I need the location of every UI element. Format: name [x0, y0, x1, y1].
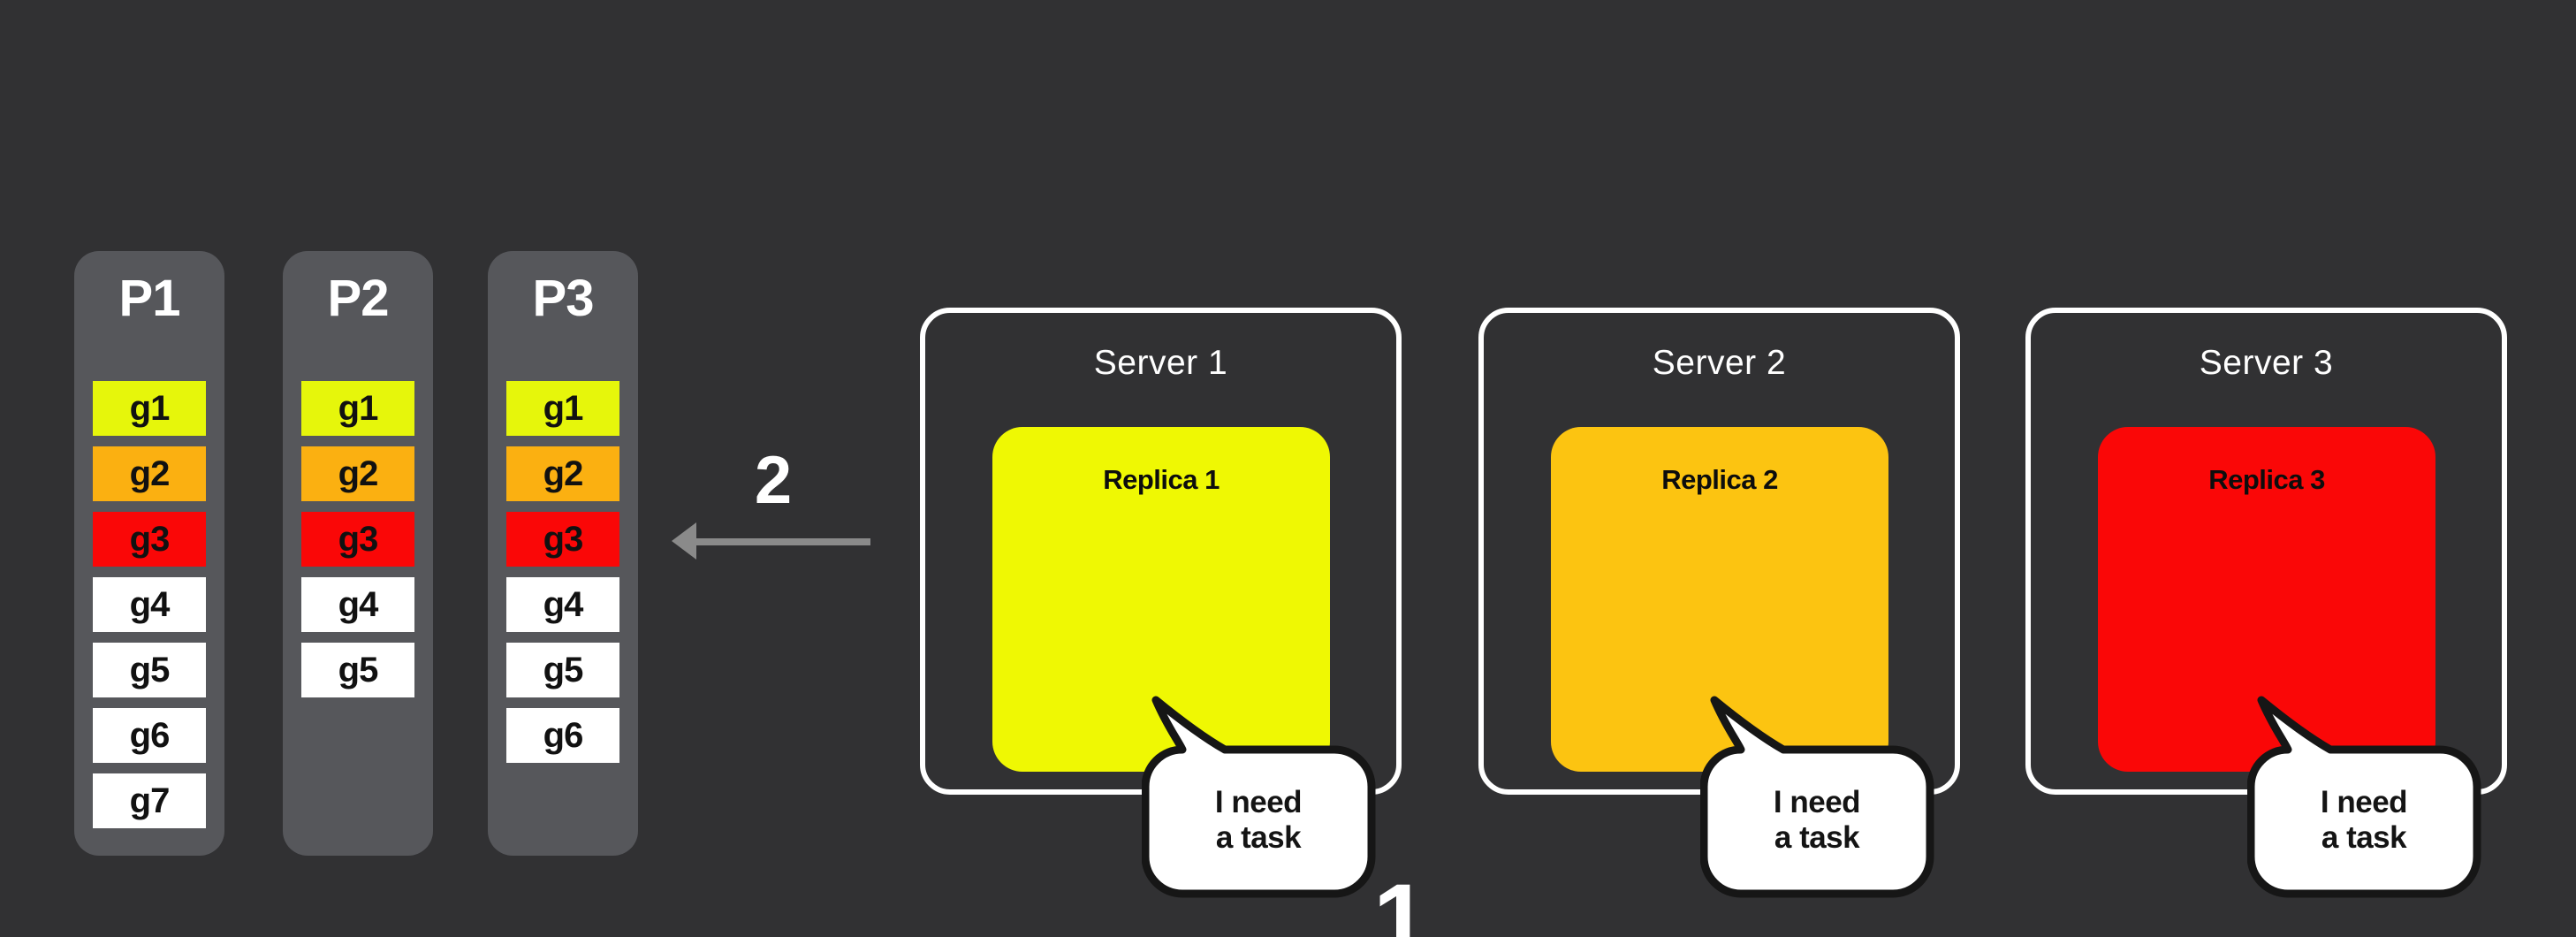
task-cell-g5: g5: [93, 643, 206, 697]
task-cell-g1: g1: [301, 381, 414, 436]
bubble-line: I need: [2320, 784, 2408, 819]
task-cell-g4: g4: [301, 577, 414, 632]
task-cell-g4: g4: [506, 577, 619, 632]
bubble-line: a task: [1215, 819, 1302, 855]
task-stack: g1 g2 g3 g4 g5: [301, 381, 414, 697]
task-cell-g3: g3: [506, 512, 619, 567]
speech-bubble-shape: [1142, 696, 1376, 898]
task-cell-g2: g2: [93, 446, 206, 501]
partition-label: P3: [532, 270, 595, 327]
left-arrow-head-icon: [672, 522, 696, 560]
task-cell-g4: g4: [93, 577, 206, 632]
speech-bubble-shape: [2247, 696, 2481, 898]
step-2-label: 2: [754, 443, 793, 518]
task-cell-g6: g6: [93, 708, 206, 763]
partition-label: P2: [327, 270, 390, 327]
bubble-text: I need a task: [1704, 746, 1930, 894]
partition-column-p1: P1 g1 g2 g3 g4 g5 g6 g7: [74, 251, 224, 856]
bubble-line: I need: [1773, 784, 1861, 819]
speech-bubble-shape: [1700, 696, 1934, 898]
speech-bubble: I need a task: [1700, 693, 1939, 905]
server-title: Server 3: [2199, 344, 2334, 382]
task-cell-g6: g6: [506, 708, 619, 763]
server-box: Server 3 Replica 3: [2025, 308, 2507, 795]
task-cell-g2: g2: [301, 446, 414, 501]
task-cell-g3: g3: [93, 512, 206, 567]
server-title: Server 1: [1093, 344, 1228, 382]
bubble-line: I need: [1214, 784, 1303, 819]
replica-label: Replica 3: [2208, 464, 2325, 495]
task-cell-g1: g1: [93, 381, 206, 436]
bubble-line: a task: [1774, 819, 1860, 855]
partition-column-p3: P3 g1 g2 g3 g4 g5 g6: [488, 251, 638, 856]
step-1-label: 1: [1372, 864, 1429, 937]
task-cell-g3: g3: [301, 512, 414, 567]
bubble-text: I need a task: [1145, 746, 1372, 894]
task-cell-g5: g5: [506, 643, 619, 697]
arrow-shaft: [694, 538, 870, 545]
server-title: Server 2: [1652, 344, 1787, 382]
task-cell-g5: g5: [301, 643, 414, 697]
task-cell-g7: g7: [93, 773, 206, 828]
task-cell-g1: g1: [506, 381, 619, 436]
bubble-line: a task: [2321, 819, 2407, 855]
partition-label: P1: [118, 270, 181, 327]
replica-label: Replica 1: [1103, 464, 1220, 495]
task-stack: g1 g2 g3 g4 g5 g6: [506, 381, 619, 763]
task-stack: g1 g2 g3 g4 g5 g6 g7: [93, 381, 206, 828]
partition-column-p2: P2 g1 g2 g3 g4 g5: [283, 251, 433, 856]
replica-label: Replica 2: [1661, 464, 1778, 495]
speech-bubble: I need a task: [1142, 693, 1380, 905]
speech-bubble: I need a task: [2247, 693, 2486, 905]
bubble-text: I need a task: [2251, 746, 2477, 894]
task-cell-g2: g2: [506, 446, 619, 501]
